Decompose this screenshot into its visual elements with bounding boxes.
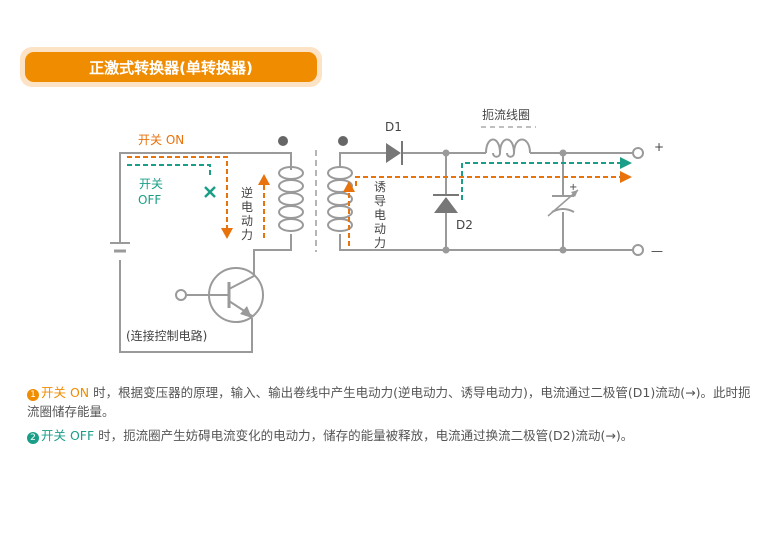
choke-coil	[485, 138, 531, 158]
note-state-off: 开关 OFF	[41, 428, 95, 443]
induced-emf-char: 诱	[374, 180, 386, 194]
back-emf-char: 动	[241, 214, 253, 228]
blocked-cross-icon	[204, 186, 216, 198]
capacitor-plus-label: +	[569, 182, 577, 193]
polarity-dot-primary	[278, 136, 288, 146]
plus-label: +	[654, 140, 664, 154]
d1-label: D1	[385, 120, 402, 134]
secondary-coil	[327, 166, 353, 232]
base-terminal	[175, 289, 187, 301]
induced-emf-char: 力	[374, 236, 386, 250]
polarity-dot-secondary	[338, 136, 348, 146]
on-current-path	[127, 156, 620, 246]
capacitor-symbol	[547, 189, 579, 217]
note-number-badge: 2	[27, 432, 39, 444]
primary-coil	[278, 166, 304, 232]
minus-label: —	[651, 244, 663, 258]
back-emf-char: 逆	[241, 185, 253, 200]
induced-emf-char: 导	[374, 194, 386, 208]
switch-off-label-2: OFF	[138, 193, 161, 207]
diode-d2	[433, 194, 459, 213]
page-title: 正激式转换器(单转换器)	[25, 52, 317, 82]
note-state-on: 开关 ON	[41, 385, 90, 400]
output-terminal-minus	[632, 244, 644, 256]
junction-dots	[442, 149, 567, 254]
switch-off-label-1: 开关	[139, 177, 163, 191]
note-text: 时，扼流圈产生妨碍电流变化的电动力，储存的能量被释放，电流通过换流二极管(D2)…	[94, 428, 634, 443]
back-emf-char: 力	[241, 228, 253, 242]
note-text: 时，根据变压器的原理，输入、输出卷线中产生电动力(逆电动力、诱导电动力)，电流通…	[27, 385, 751, 419]
induced-emf-char: 电	[374, 208, 386, 222]
wires	[119, 152, 632, 353]
transistor-symbol	[208, 267, 264, 323]
off-arrowhead	[620, 157, 632, 169]
choke-label: 扼流线圈	[482, 107, 530, 122]
d2-label: D2	[456, 218, 473, 232]
induced-emf-char: 动	[374, 222, 386, 236]
control-circuit-label: (连接控制电路)	[126, 328, 207, 343]
diode-d1	[386, 141, 403, 165]
on-arrowheads	[221, 171, 632, 239]
note-number-badge: 1	[27, 389, 39, 401]
output-terminal-plus	[632, 147, 644, 159]
battery-symbol	[110, 242, 130, 253]
title-badge: 正激式转换器(单转换器)	[20, 47, 322, 87]
switch-on-label: 开关 ON	[138, 133, 184, 147]
off-current-path	[127, 162, 620, 200]
back-emf-char: 电	[241, 200, 253, 214]
